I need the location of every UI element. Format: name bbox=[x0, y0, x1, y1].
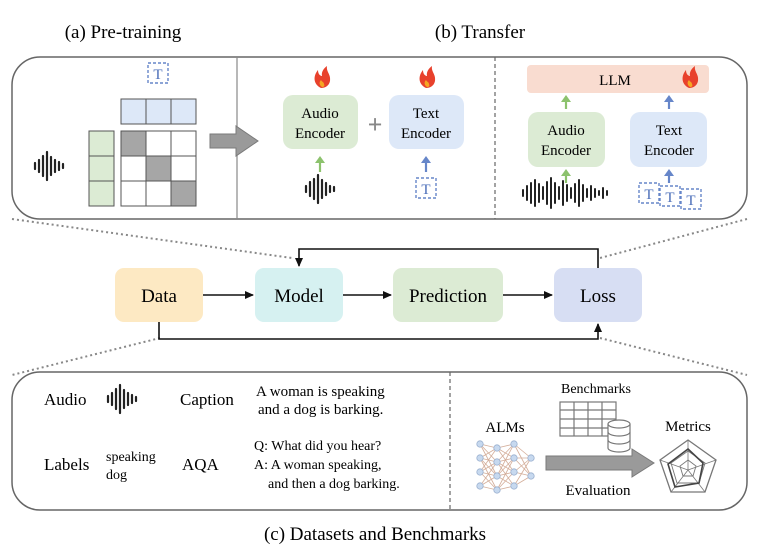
text-icon: T bbox=[659, 185, 681, 207]
connector-line bbox=[11, 337, 161, 376]
loss-label: Loss bbox=[580, 286, 616, 307]
llm-audio-encoder-box bbox=[528, 112, 605, 167]
svg-text:T: T bbox=[153, 67, 162, 83]
audio-encoder-label-1: Audio bbox=[301, 106, 339, 122]
model-box bbox=[255, 268, 343, 322]
labels-label: Labels bbox=[44, 455, 89, 474]
prediction-box bbox=[393, 268, 503, 322]
caption-text-1: A woman is speaking bbox=[256, 384, 385, 400]
text-encoder-box bbox=[389, 95, 464, 149]
caption-text-2: and a dog is barking. bbox=[258, 402, 383, 418]
text-encoder-label-1: Text bbox=[413, 106, 440, 122]
transfer-arrow bbox=[209, 125, 259, 157]
up-arrow-icon bbox=[561, 95, 571, 109]
aqa-label: AQA bbox=[182, 455, 220, 474]
prediction-label: Prediction bbox=[409, 286, 488, 307]
text-embedding-row bbox=[120, 98, 197, 125]
audio-label: Audio bbox=[44, 390, 87, 409]
connector-line bbox=[11, 218, 293, 259]
svg-text:T: T bbox=[644, 187, 653, 203]
up-arrow-icon bbox=[315, 156, 325, 172]
llm-box bbox=[527, 65, 709, 93]
model-label: Model bbox=[274, 286, 324, 307]
waveform-icon bbox=[33, 150, 65, 182]
llm-text-encoder-label-1: Text bbox=[656, 123, 683, 139]
evaluation-arrow bbox=[545, 448, 655, 478]
aqa-question: Q: What did you hear? bbox=[254, 439, 381, 454]
data-label: Data bbox=[141, 286, 177, 307]
arrow-loss-model-feedback bbox=[295, 248, 599, 268]
fire-icon bbox=[682, 66, 699, 88]
connector-line bbox=[599, 218, 748, 259]
fire-icon bbox=[314, 66, 331, 88]
evaluation-label: Evaluation bbox=[566, 483, 631, 499]
aqa-answer-2: and then a dog barking. bbox=[268, 477, 400, 492]
radar-chart-icon bbox=[659, 439, 717, 493]
up-arrow-icon bbox=[421, 156, 431, 172]
llm-text-encoder-box bbox=[630, 112, 707, 167]
neural-network-icon bbox=[476, 440, 535, 494]
label-dog: dog bbox=[106, 468, 127, 483]
audio-encoder-box bbox=[283, 95, 358, 149]
text-icon: T bbox=[680, 188, 702, 210]
text-icon: T bbox=[638, 182, 660, 204]
svg-text:T: T bbox=[421, 182, 430, 198]
aqa-answer-1: A: A woman speaking, bbox=[254, 458, 382, 473]
database-icon bbox=[607, 419, 631, 453]
alms-label: ALMs bbox=[485, 420, 524, 436]
benchmarks-label: Benchmarks bbox=[561, 382, 631, 397]
text-icon: T bbox=[415, 177, 437, 199]
fire-icon bbox=[419, 66, 436, 88]
text-icon: T bbox=[147, 62, 169, 84]
audio-encoder-label-2: Encoder bbox=[295, 126, 345, 142]
up-arrow-icon bbox=[664, 95, 674, 109]
llm-text-encoder-label-2: Encoder bbox=[644, 143, 694, 159]
llm-audio-encoder-label-2: Encoder bbox=[541, 143, 591, 159]
up-arrow-icon bbox=[561, 169, 571, 183]
data-box bbox=[115, 268, 203, 322]
text-encoder-label-2: Encoder bbox=[401, 126, 451, 142]
llm-audio-encoder-label-1: Audio bbox=[547, 123, 585, 139]
caption-label: Caption bbox=[180, 390, 234, 409]
section-title-transfer: (b) Transfer bbox=[435, 22, 526, 43]
metrics-label: Metrics bbox=[665, 419, 711, 435]
svg-text:T: T bbox=[665, 190, 674, 206]
llm-label: LLM bbox=[599, 73, 631, 89]
bottom-panel bbox=[11, 371, 748, 511]
similarity-matrix bbox=[120, 130, 197, 207]
waveform-icon bbox=[304, 173, 336, 205]
label-speaking: speaking bbox=[106, 450, 156, 465]
long-waveform-icon bbox=[522, 177, 608, 209]
waveform-icon bbox=[106, 383, 138, 415]
up-arrow-icon bbox=[664, 169, 674, 183]
audio-embedding-column bbox=[88, 130, 115, 207]
svg-text:T: T bbox=[686, 193, 695, 209]
section-title-pretraining: (a) Pre-training bbox=[65, 22, 182, 43]
benchmark-table-icon bbox=[559, 401, 617, 437]
plus-icon: + bbox=[368, 110, 383, 139]
section-title-datasets: (c) Datasets and Benchmarks bbox=[264, 524, 486, 545]
connector-line bbox=[599, 337, 748, 376]
loss-box bbox=[554, 268, 642, 322]
arrow-data-loss bbox=[158, 322, 602, 340]
